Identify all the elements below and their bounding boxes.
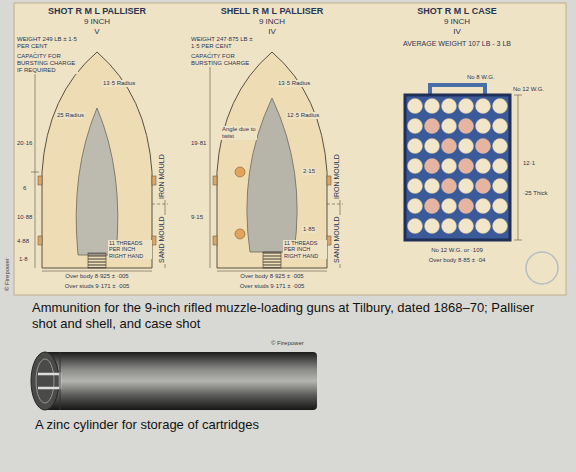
dimension-label: Over studs 9·171 ± ·005 xyxy=(239,283,306,290)
case-ball xyxy=(425,179,440,194)
dimension-label: 1·85 xyxy=(302,226,316,233)
weight-note: AVERAGE WEIGHT 107 LB - 3 LB xyxy=(402,40,512,48)
case-ball xyxy=(442,119,457,134)
case-shot xyxy=(405,85,522,240)
mark-number: IV xyxy=(267,27,277,36)
case-ball xyxy=(459,139,474,154)
case-ball xyxy=(425,99,440,114)
dimension-label: Over body 8·925 ± ·005 xyxy=(239,273,304,280)
case-ball xyxy=(442,99,457,114)
case-ball xyxy=(459,119,474,134)
heading: SHOT R M L PALLISER xyxy=(47,6,147,16)
dimension-label: ·25 Thick xyxy=(522,190,549,197)
case-ball xyxy=(442,199,457,214)
mark-number: IV xyxy=(452,27,462,36)
radius-label: 25 Radius xyxy=(56,112,85,119)
case-ball xyxy=(476,179,491,194)
case-ball xyxy=(476,219,491,234)
case-ball xyxy=(493,139,508,154)
thread-note: 11 THREADS PER INCH RIGHT HAND xyxy=(283,240,327,259)
capacity-note: CAPACITY FOR BURSTING CHARGE IF REQUIRED xyxy=(16,53,78,74)
case-ball xyxy=(425,159,440,174)
dimension-label: 9·15 xyxy=(190,214,204,221)
case-ball xyxy=(476,199,491,214)
dimension-label: 12·1 xyxy=(522,160,536,167)
calibre-label: 9 INCH xyxy=(443,17,471,26)
case-ball xyxy=(459,99,474,114)
case-ball xyxy=(408,139,423,154)
case-ball xyxy=(493,159,508,174)
case-ball xyxy=(408,119,423,134)
case-ball xyxy=(442,139,457,154)
radius-label: 12·5 Radius xyxy=(286,112,320,119)
case-ball xyxy=(425,119,440,134)
dimension-label: 4·88 xyxy=(16,238,30,245)
gauge-label: No 12 W.G. xyxy=(512,86,545,93)
dimension-label: 20·16 xyxy=(16,140,33,147)
case-ball xyxy=(476,139,491,154)
case-ball xyxy=(408,219,423,234)
palliser-shell xyxy=(210,52,343,271)
case-ball xyxy=(493,199,508,214)
weight-note: WEIGHT 249 LB ± 1·5 PER CENT xyxy=(16,36,82,50)
mould-label: IRON MOULD xyxy=(158,153,166,200)
palliser-shot xyxy=(31,52,168,271)
case-ball xyxy=(408,199,423,214)
case-ball xyxy=(442,159,457,174)
gauge-label: No 8 W.G. xyxy=(466,74,496,81)
mould-label: IRON MOULD xyxy=(333,153,341,200)
heading: SHOT R M L CASE xyxy=(416,6,497,16)
case-ball xyxy=(425,139,440,154)
case-ball xyxy=(459,179,474,194)
mark-number: V xyxy=(93,27,100,36)
calibre-label: 9 INCH xyxy=(258,17,286,26)
copyright-mark: © Firepower xyxy=(270,340,305,347)
case-ball xyxy=(459,219,474,234)
case-ball xyxy=(408,99,423,114)
case-ball xyxy=(459,159,474,174)
zinc-cylinder xyxy=(31,352,317,410)
case-ball xyxy=(493,99,508,114)
case-ball xyxy=(459,199,474,214)
case-ball xyxy=(408,179,423,194)
radius-label: 13·5 Radius xyxy=(102,80,136,87)
case-ball xyxy=(408,159,423,174)
case-ball xyxy=(493,179,508,194)
figure-caption: Ammunition for the 9-inch rifled muzzle-… xyxy=(32,300,552,333)
case-ball xyxy=(425,219,440,234)
case-ball xyxy=(476,119,491,134)
dimension-label: Over studs 9·171 ± ·005 xyxy=(64,283,131,290)
weight-note: WEIGHT 247·875 LB ± 1·5 PER CENT xyxy=(190,36,256,50)
dimension-label: Over body 8·925 ± ·005 xyxy=(64,273,129,280)
case-ball xyxy=(493,219,508,234)
case-ball xyxy=(493,119,508,134)
copyright-mark: © Firepower xyxy=(4,257,11,292)
mould-label: SAND MOULD xyxy=(158,215,166,264)
case-ball xyxy=(442,219,457,234)
case-ball xyxy=(476,99,491,114)
drawing-sheet xyxy=(14,3,566,295)
case-ball xyxy=(442,179,457,194)
dimension-label: 2·15 xyxy=(302,168,316,175)
calibre-label: 9 INCH xyxy=(83,17,111,26)
figure-caption: A zinc cylinder for storage of cartridge… xyxy=(34,418,260,433)
case-ball xyxy=(476,159,491,174)
mould-label: SAND MOULD xyxy=(333,215,341,264)
heading: SHELL R M L PALLISER xyxy=(220,6,325,16)
dimension-label: 10·88 xyxy=(16,214,33,221)
radius-label: 13·5 Radius xyxy=(277,80,311,87)
capacity-note: CAPACITY FOR BURSTING CHARGE xyxy=(190,53,252,67)
case-ball xyxy=(425,199,440,214)
seal-stamp xyxy=(526,252,558,284)
dimension-label: 6 xyxy=(22,185,27,192)
dimension-label: Over body 8·85 ± ·04 xyxy=(428,257,487,264)
dimension-label: 1·8 xyxy=(18,256,29,263)
thread-note: 11 THREADS PER INCH RIGHT HAND xyxy=(108,240,152,259)
gauge-label: No 12 W.G. or ·109 xyxy=(430,247,484,254)
dimension-label: 19·81 xyxy=(190,140,207,147)
twist-note: Angle due to twist xyxy=(221,126,257,140)
